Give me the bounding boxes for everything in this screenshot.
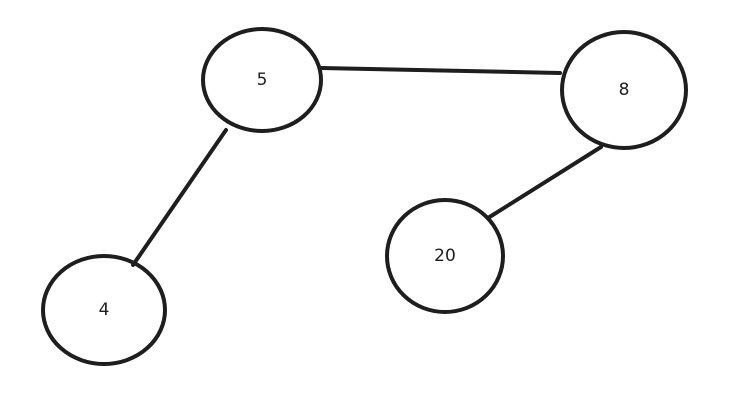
node-4: 4 (41, 254, 167, 366)
node-8: 8 (560, 30, 688, 150)
edge-5-8 (319, 66, 562, 75)
node-4-circle (41, 254, 167, 366)
edge-5-4 (131, 128, 228, 267)
node-4-label: 4 (99, 300, 110, 320)
node-8-label: 8 (619, 80, 630, 100)
node-8-circle (560, 30, 688, 150)
node-20-label: 20 (434, 246, 456, 266)
node-5-circle (201, 27, 323, 133)
edge-8-20 (486, 145, 603, 220)
node-5: 5 (201, 27, 323, 133)
node-20: 20 (385, 198, 505, 314)
node-20-circle (385, 198, 505, 314)
node-5-label: 5 (257, 70, 268, 90)
